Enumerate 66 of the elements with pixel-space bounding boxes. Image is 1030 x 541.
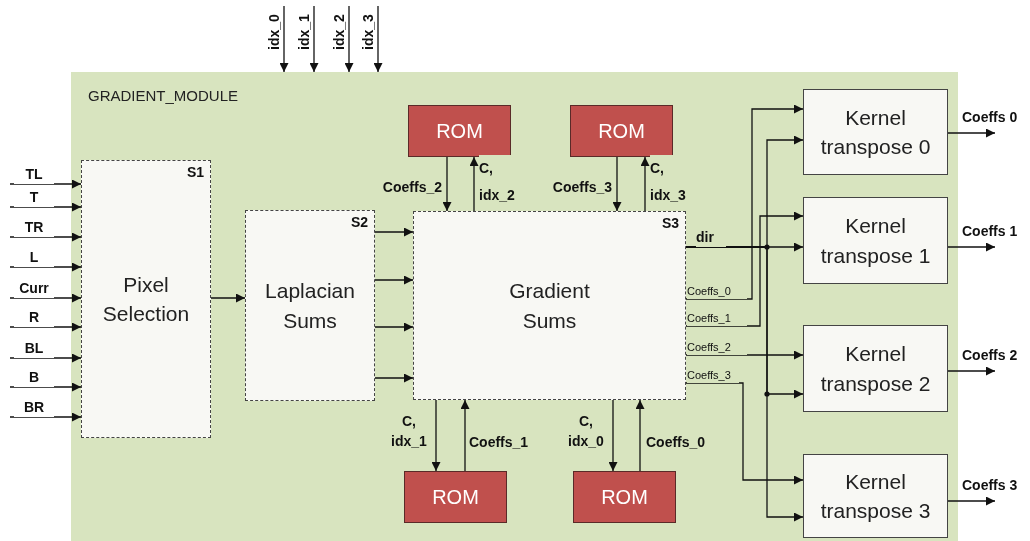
arrow bbox=[469, 156, 479, 212]
arrow bbox=[442, 156, 452, 212]
arrow bbox=[608, 399, 618, 472]
arrow bbox=[373, 5, 383, 73]
block-label: Kernel transpose 0 bbox=[819, 104, 932, 160]
kernel-block bbox=[803, 89, 948, 175]
arrow bbox=[374, 322, 414, 332]
arrow bbox=[9, 202, 82, 212]
kernel-block bbox=[803, 197, 948, 284]
arrow bbox=[460, 399, 470, 472]
stage-box bbox=[245, 210, 375, 401]
module-container bbox=[71, 72, 958, 541]
stage-box bbox=[81, 160, 211, 438]
block-label: ROM bbox=[436, 119, 483, 144]
arrow bbox=[374, 227, 414, 237]
arrow bbox=[685, 104, 804, 300]
arrow bbox=[374, 275, 414, 285]
arrow bbox=[374, 373, 414, 383]
kernel-block bbox=[803, 325, 948, 412]
arrow bbox=[9, 293, 82, 303]
rom-block bbox=[573, 471, 676, 523]
stage-box bbox=[413, 211, 686, 400]
block-label: ROM bbox=[598, 119, 645, 144]
block-label: Kernel transpose 1 bbox=[819, 213, 932, 269]
kernel-block bbox=[803, 454, 948, 538]
arrow bbox=[9, 179, 82, 189]
block-label: ROM bbox=[432, 485, 479, 510]
arrow bbox=[344, 5, 354, 73]
block-label: Laplacian Sums bbox=[264, 278, 356, 334]
arrow bbox=[9, 262, 82, 272]
stage-tag: S2 bbox=[350, 214, 368, 230]
arrow bbox=[9, 232, 82, 242]
arrow bbox=[685, 350, 804, 360]
signal-label: Coeffs_2 bbox=[687, 340, 747, 355]
signal-label: Coeffs_1 bbox=[687, 311, 747, 326]
arrow bbox=[947, 366, 996, 376]
stage-tag: S3 bbox=[661, 215, 679, 231]
arrow bbox=[635, 399, 645, 472]
arrow bbox=[309, 5, 319, 73]
arrow bbox=[431, 399, 441, 472]
module-title: GRADIENT_MODULE bbox=[88, 87, 239, 104]
signal-label: Coeffs_0 bbox=[687, 284, 747, 299]
arrow bbox=[685, 211, 804, 327]
block-label: Kernel transpose 3 bbox=[819, 468, 932, 524]
stage-tag: S1 bbox=[186, 164, 204, 180]
arrow bbox=[9, 382, 82, 392]
rom-block bbox=[408, 105, 511, 157]
block-label: Gradient Sums bbox=[508, 278, 591, 334]
arrow bbox=[9, 412, 82, 422]
signal-label: dir bbox=[696, 228, 726, 247]
block-label: Kernel transpose 2 bbox=[819, 341, 932, 397]
rom-block bbox=[404, 471, 507, 523]
arrow bbox=[279, 5, 289, 73]
arrow bbox=[685, 382, 804, 485]
block-label: Pixel Selection bbox=[101, 271, 191, 327]
arrow bbox=[947, 242, 996, 252]
arrow bbox=[9, 322, 82, 332]
signal-label: Coeffs_3 bbox=[687, 368, 739, 383]
arrow bbox=[612, 156, 622, 212]
arrow bbox=[9, 353, 82, 363]
arrow bbox=[210, 293, 246, 303]
arrow bbox=[947, 496, 996, 506]
arrow bbox=[947, 128, 996, 138]
block-label: ROM bbox=[601, 485, 648, 510]
arrow bbox=[640, 156, 650, 212]
rom-block bbox=[570, 105, 673, 157]
